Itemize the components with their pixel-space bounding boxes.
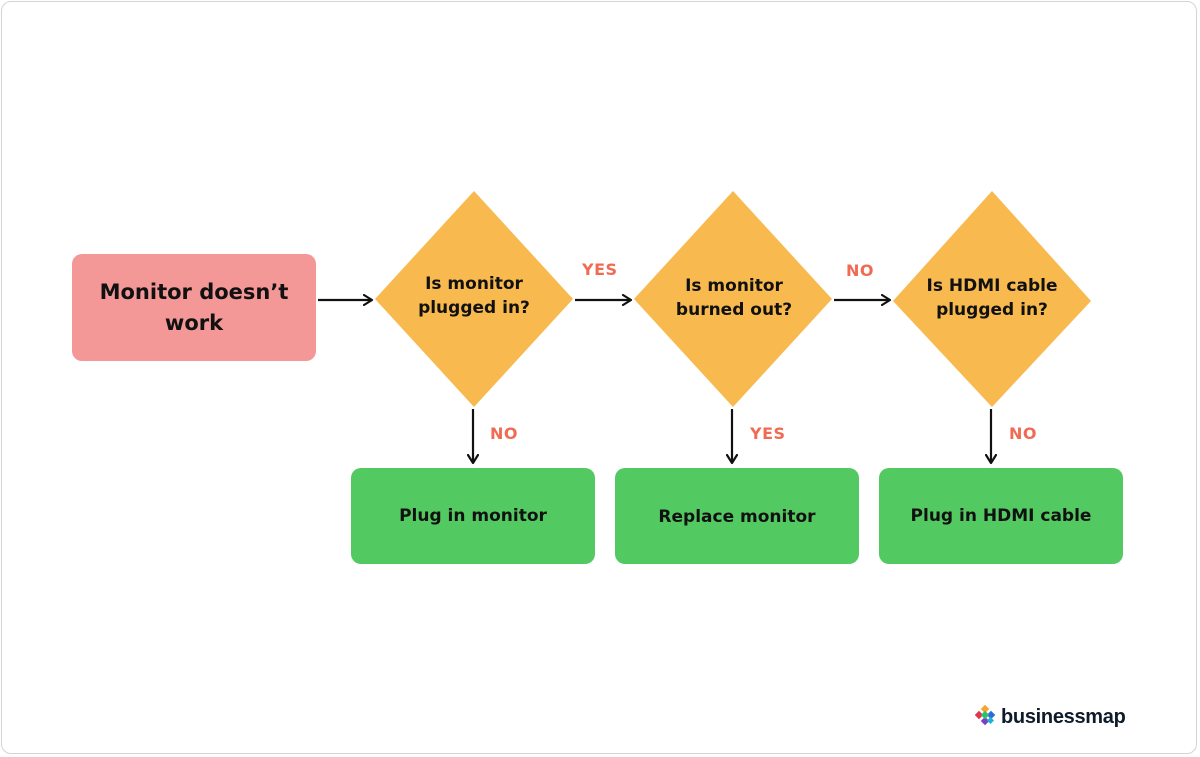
- edge-label-d2-d3: NO: [846, 261, 874, 280]
- brand-logo: businessmap: [973, 705, 1126, 729]
- action-node-replace-monitor[interactable]: Replace monitor: [615, 468, 859, 564]
- action-3-label: Plug in HDMI cable: [910, 506, 1092, 526]
- edge-label-d3-a3: NO: [1009, 424, 1037, 443]
- businessmap-logo-icon: [974, 705, 996, 726]
- edge-label-d1-d2: YES: [582, 260, 618, 279]
- decision-2-label: Is monitor burned out?: [675, 276, 793, 320]
- start-node[interactable]: Monitor doesn’t work: [72, 254, 316, 361]
- decision-diamond-1[interactable]: [375, 191, 573, 407]
- action-1-label: Plug in monitor: [399, 506, 547, 526]
- edge-label-d1-a1: NO: [490, 424, 518, 443]
- action-2-label: Replace monitor: [658, 507, 816, 527]
- action-node-plug-in-monitor[interactable]: Plug in monitor: [351, 468, 595, 564]
- decision-3-label: Is HDMI cable plugged in?: [926, 276, 1058, 320]
- brand-name: businessmap: [1001, 705, 1126, 728]
- decision-diamond-3[interactable]: [893, 191, 1091, 407]
- decision-diamond-2[interactable]: [634, 191, 832, 407]
- decision-1-label: Is monitor plugged in?: [418, 274, 530, 318]
- start-node-label: Monitor doesn’t work: [99, 279, 289, 335]
- edge-label-d2-a2: YES: [750, 424, 786, 443]
- action-node-plug-in-hdmi[interactable]: Plug in HDMI cable: [879, 468, 1123, 564]
